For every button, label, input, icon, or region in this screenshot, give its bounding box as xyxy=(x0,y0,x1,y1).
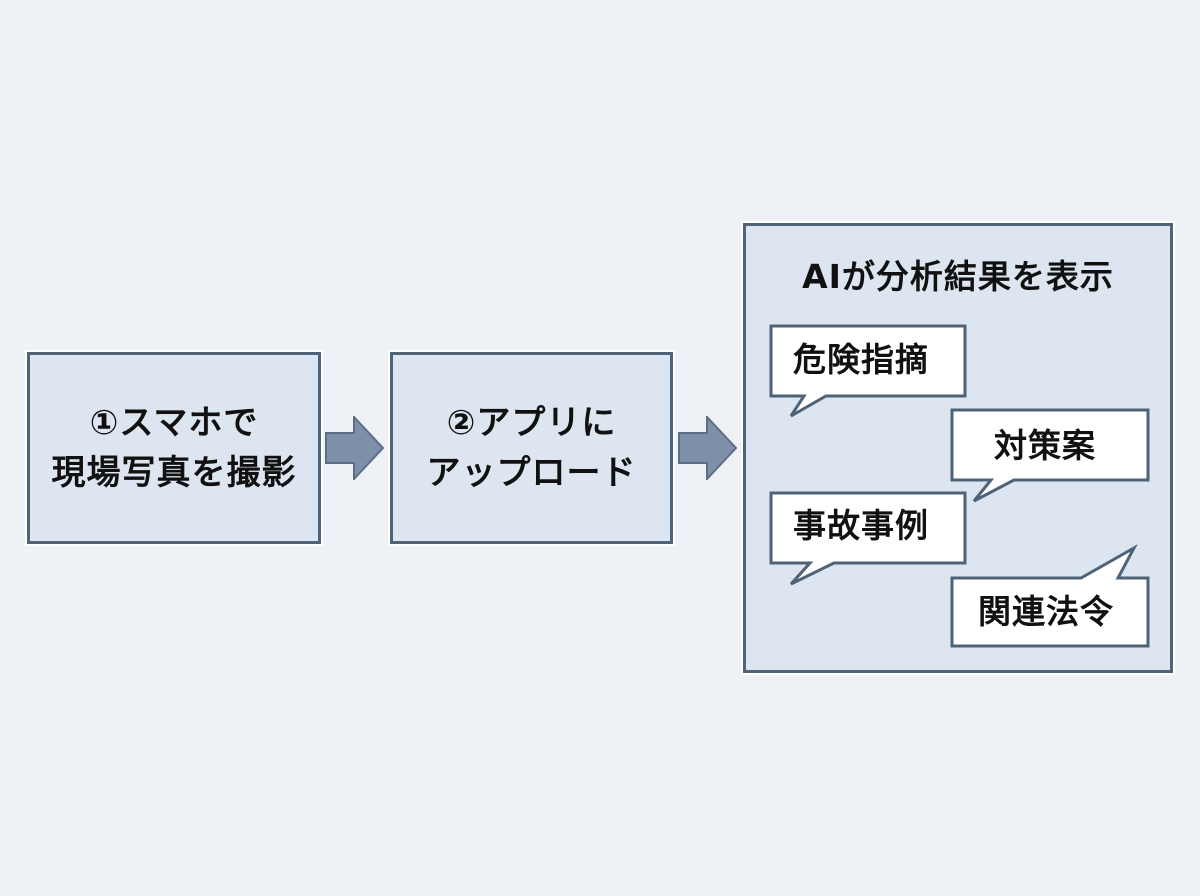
right-arrow-icon xyxy=(678,416,738,480)
step-2-box: ②アプリに アップロード xyxy=(390,352,673,544)
bubble-label-related-laws: 関連法令 xyxy=(978,592,1114,631)
step-1-box: ①スマホで 現場写真を撮影 xyxy=(27,352,321,544)
bubble-label-accident-cases: 事故事例 xyxy=(793,506,929,545)
bubble-label-countermeasure: 対策案 xyxy=(994,426,1096,465)
speech-bubble-4 xyxy=(950,544,1150,648)
step-2-line-1: ②アプリに xyxy=(446,403,617,443)
ai-result-panel: AIが分析結果を表示 危険指摘 対策案 事故事例 関連法令 xyxy=(743,223,1173,673)
speech-bubble-3 xyxy=(769,491,967,586)
step-2-line-2: アップロード xyxy=(426,453,637,493)
step-1-line-2: 現場写真を撮影 xyxy=(51,453,297,493)
right-arrow-icon xyxy=(325,416,385,480)
speech-bubbles xyxy=(769,324,1150,648)
speech-bubble-2 xyxy=(950,408,1150,503)
bubble-label-hazard: 危険指摘 xyxy=(793,340,929,379)
speech-bubble-1 xyxy=(769,324,967,418)
result-title: AIが分析結果を表示 xyxy=(802,257,1114,296)
step-1-line-1: ①スマホで xyxy=(89,403,259,443)
